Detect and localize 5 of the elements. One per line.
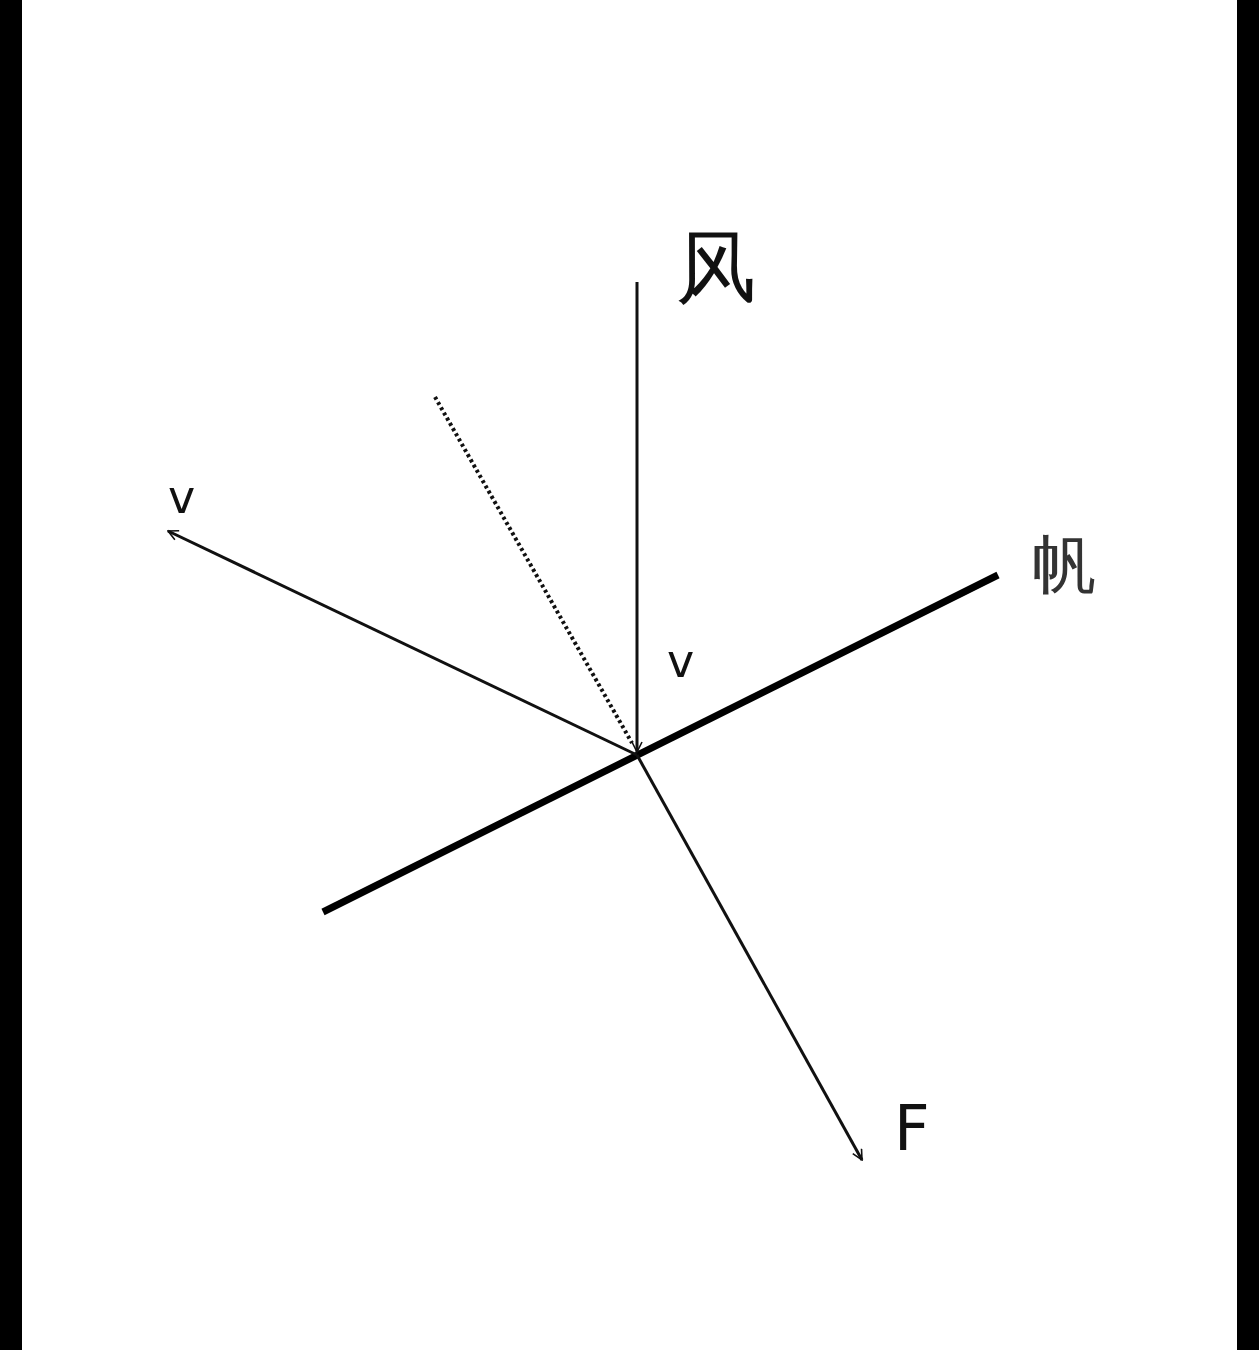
velocity-label: v [667,638,695,684]
force-label: F [894,1098,930,1160]
velocity-label: v [168,474,196,520]
wind-label: 风 [676,228,756,308]
sail-label: 帆 [1032,532,1096,596]
